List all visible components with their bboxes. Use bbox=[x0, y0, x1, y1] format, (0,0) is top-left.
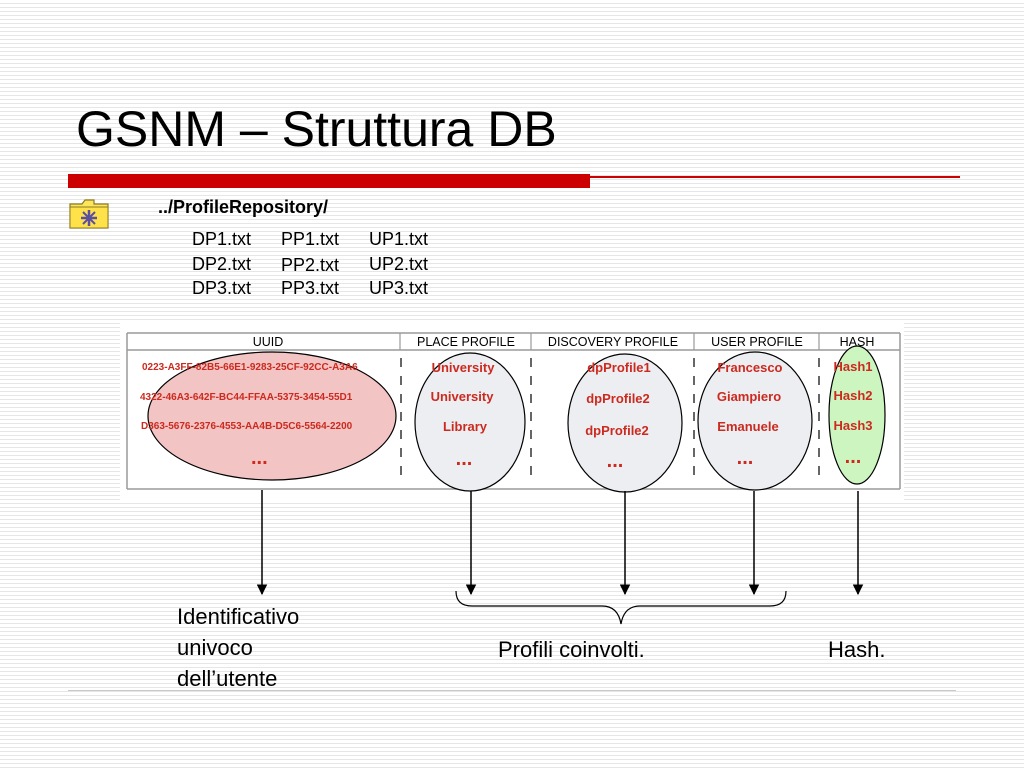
label-identifier-line2: univoco bbox=[177, 635, 253, 660]
hash-ellipsis: ... bbox=[845, 446, 862, 468]
place-value: University bbox=[432, 360, 496, 375]
uuid-value: D363-5676-2376-4553-AA4B-D5C6-5564-2200 bbox=[141, 421, 353, 432]
file-up2: UP2.txt bbox=[369, 254, 429, 274]
slide-title: GSNM – Struttura DB bbox=[76, 101, 557, 157]
db-structure-diagram: UUID PLACE PROFILE DISCOVERY PROFILE USE… bbox=[120, 320, 904, 500]
uuid-ellipsis: ... bbox=[251, 447, 268, 469]
footer-divider bbox=[68, 690, 956, 691]
header-user-profile: USER PROFILE bbox=[711, 335, 803, 349]
hash-ellipse bbox=[828, 345, 886, 485]
repository-path: ../ProfileRepository/ bbox=[158, 197, 329, 217]
place-value: Library bbox=[443, 419, 488, 434]
label-identifier-line1: Identificativo bbox=[177, 604, 300, 629]
file-pp1: PP1.txt bbox=[281, 229, 340, 249]
place-value: University bbox=[431, 389, 495, 404]
file-up1: UP1.txt bbox=[369, 229, 429, 249]
user-profile-ellipse bbox=[697, 351, 813, 491]
place-profile-ellipse bbox=[414, 352, 526, 492]
folder-icon bbox=[69, 199, 109, 229]
label-profiles: Profili coinvolti. bbox=[498, 637, 645, 662]
file-pp2: PP2.txt bbox=[281, 255, 340, 275]
hash-value: Hash3 bbox=[833, 418, 872, 433]
file-dp2: DP2.txt bbox=[192, 254, 252, 274]
header-uuid: UUID bbox=[253, 335, 284, 349]
profiles-brace bbox=[455, 590, 787, 625]
discovery-ellipsis: ... bbox=[607, 450, 624, 472]
header-discovery-profile: DISCOVERY PROFILE bbox=[548, 335, 678, 349]
label-hash: Hash. bbox=[828, 637, 886, 662]
hash-value: Hash2 bbox=[833, 388, 872, 403]
file-pp3: PP3.txt bbox=[281, 278, 340, 298]
uuid-ellipse bbox=[147, 351, 397, 481]
discovery-value: dpProfile1 bbox=[587, 360, 651, 375]
title-underline-bar bbox=[68, 174, 590, 188]
discovery-value: dpProfile2 bbox=[585, 423, 649, 438]
file-up3: UP3.txt bbox=[369, 278, 429, 298]
user-value: Emanuele bbox=[717, 419, 778, 434]
user-value: Francesco bbox=[717, 360, 782, 375]
file-dp3: DP3.txt bbox=[192, 278, 252, 298]
uuid-value: 0223-A3FF-82B5-66E1-9283-25CF-92CC-A3A6 bbox=[142, 362, 358, 373]
title-underline-line bbox=[590, 176, 960, 178]
uuid-value: 4322-46A3-642F-BC44-FFAA-5375-3454-55D1 bbox=[140, 392, 353, 403]
user-ellipsis: ... bbox=[737, 447, 754, 469]
user-value: Giampiero bbox=[717, 389, 781, 404]
hash-value: Hash1 bbox=[833, 359, 872, 374]
file-dp1: DP1.txt bbox=[192, 229, 252, 249]
label-identifier-line3: dell’utente bbox=[177, 666, 278, 691]
place-ellipsis: ... bbox=[456, 448, 473, 470]
header-hash: HASH bbox=[840, 335, 875, 349]
header-place-profile: PLACE PROFILE bbox=[417, 335, 515, 349]
discovery-value: dpProfile2 bbox=[586, 391, 650, 406]
